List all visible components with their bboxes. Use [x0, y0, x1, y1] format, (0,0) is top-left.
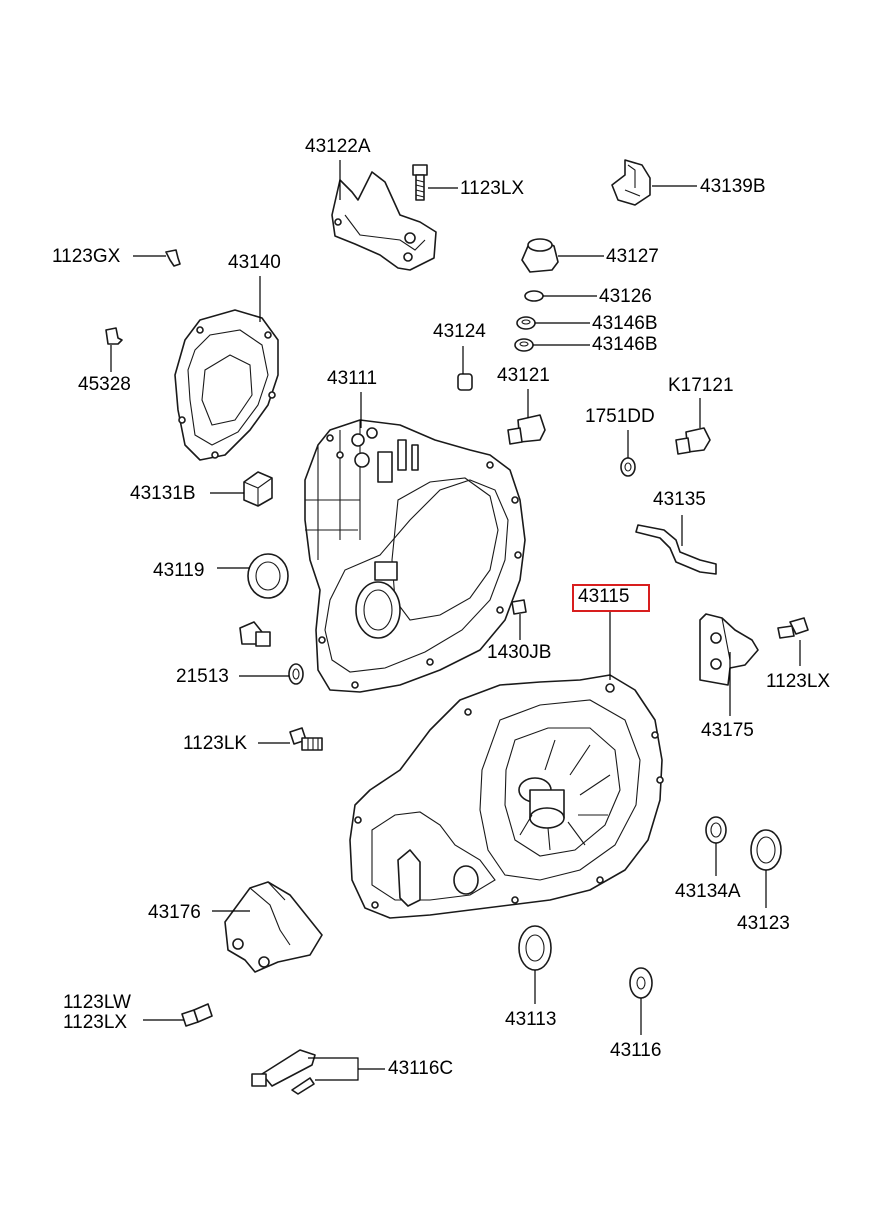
bracket-43139B	[611, 159, 651, 206]
label-43113: 43113	[505, 1009, 557, 1030]
label-43119: 43119	[153, 560, 205, 581]
label-43135: 43135	[653, 489, 706, 510]
bracket-43175	[699, 613, 759, 686]
seal-43123	[750, 829, 782, 871]
plug-K17121	[675, 427, 711, 455]
washer-43126	[524, 290, 544, 302]
label-43116: 43116	[610, 1040, 662, 1061]
engine-mount-bracket-43122A	[331, 171, 437, 271]
bolt-1123GX	[165, 249, 181, 267]
transmission-case-43111	[304, 419, 526, 693]
label-K17121: K17121	[668, 375, 734, 396]
washer-21513	[288, 663, 304, 685]
bearing-43119	[247, 553, 289, 599]
label-1751DD: 1751DD	[585, 406, 655, 427]
label-43146B-b: 43146B	[592, 334, 658, 355]
pin-1430JB	[511, 599, 527, 615]
bearing-43113	[518, 925, 552, 971]
label-1123LX-right: 1123LX	[766, 671, 831, 692]
clutch-housing-43115	[349, 674, 664, 919]
bolt-1123LK	[289, 727, 323, 751]
bushing-43146B-a	[516, 316, 536, 330]
rear-cover-43140	[174, 309, 279, 461]
label-43131B: 43131B	[130, 483, 196, 504]
label-43126: 43126	[599, 286, 652, 307]
label-45328: 45328	[78, 374, 131, 395]
plug-43121	[507, 414, 546, 445]
label-1123GX: 1123GX	[52, 246, 121, 267]
label-21513: 21513	[176, 666, 229, 687]
plug-43124	[457, 373, 473, 391]
bolt-1123LX-top	[412, 164, 428, 201]
label-1123LW: 1123LW	[63, 992, 131, 1013]
washer-43116	[629, 967, 653, 999]
label-43127: 43127	[606, 246, 659, 267]
bolt-1123LX-right	[777, 617, 809, 639]
label-1123LX-top: 1123LX	[460, 178, 525, 199]
sealant-tube-43116C	[251, 1049, 316, 1095]
label-43140: 43140	[228, 252, 281, 273]
label-43175: 43175	[701, 720, 754, 741]
label-1123LX-bottom: 1123LX	[63, 1012, 128, 1033]
label-43139B: 43139B	[700, 176, 766, 197]
heat-shield-43176	[224, 881, 323, 973]
label-43111: 43111	[327, 368, 378, 389]
label-43115: 43115	[578, 586, 630, 607]
leader-lines	[110, 160, 801, 1081]
label-43124: 43124	[433, 321, 486, 342]
label-43146B-a: 43146B	[592, 313, 658, 334]
highlight-box-43115	[572, 584, 650, 612]
label-43134A: 43134A	[675, 881, 741, 902]
plug-21513-upper	[239, 621, 271, 647]
cap-43127	[521, 238, 559, 273]
label-1430JB: 1430JB	[487, 642, 552, 663]
bolt-1123LW-1123LX	[181, 1003, 213, 1027]
label-1123LK: 1123LK	[183, 733, 248, 754]
label-43121: 43121	[497, 365, 550, 386]
washer-1751DD	[620, 457, 636, 477]
label-43122A: 43122A	[305, 136, 371, 157]
guide-43135	[635, 524, 717, 575]
seal-43134A	[705, 816, 727, 844]
block-43131B	[243, 471, 273, 507]
label-43176: 43176	[148, 902, 201, 923]
bushing-43146B-b	[514, 338, 534, 352]
label-43116C: 43116C	[388, 1058, 454, 1079]
label-43123: 43123	[737, 913, 790, 934]
bolt-45328	[105, 327, 123, 345]
